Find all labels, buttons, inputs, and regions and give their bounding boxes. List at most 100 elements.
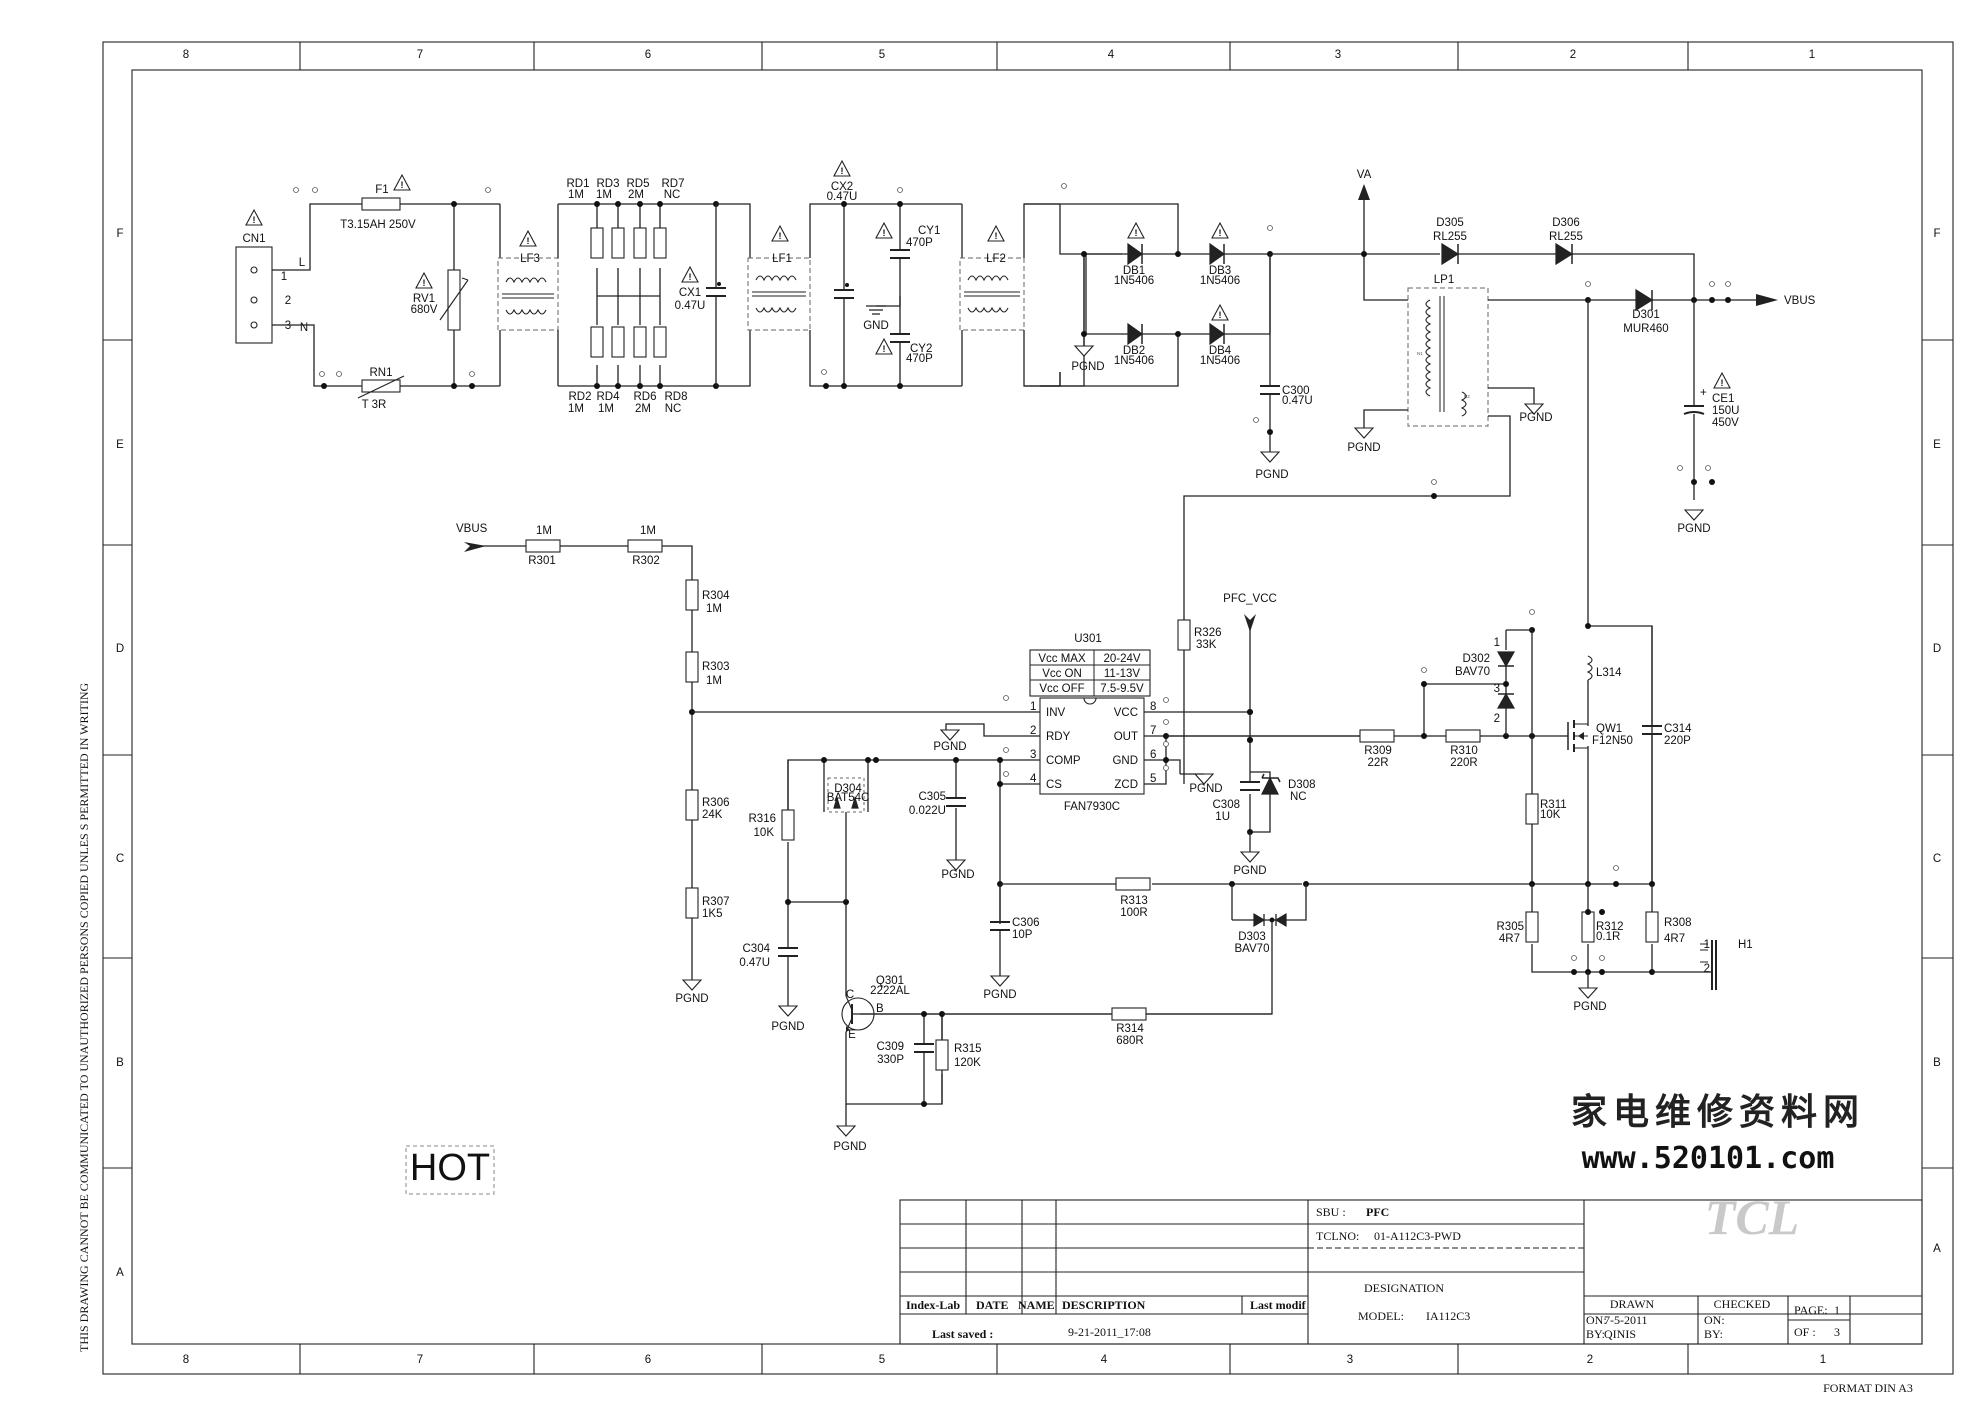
- r311-ref: R311: [1540, 799, 1567, 811]
- col-label-8-bottom: 8: [183, 1354, 189, 1366]
- d302-pin3: 3: [1494, 683, 1500, 695]
- pin-inv: INV: [1046, 707, 1066, 719]
- hdr-last-modif: Last modif: [1250, 1298, 1307, 1312]
- d305-value: RL255: [1433, 231, 1467, 243]
- row-label-f-right: F: [1933, 228, 1940, 240]
- d302-pin2: 2: [1494, 713, 1500, 725]
- cn1-ref: CN1: [242, 233, 265, 245]
- last-saved-value: 9-21-2011_17:08: [1068, 1325, 1151, 1339]
- resistor-r308: [1645, 911, 1659, 943]
- row-label-b: B: [116, 1057, 124, 1069]
- resistor-r302: [627, 539, 663, 553]
- lf1-ref: LF1: [772, 253, 792, 265]
- r309-value: 22R: [1367, 757, 1388, 769]
- vcc-on-value: 11-13V: [1104, 668, 1141, 680]
- r304-value: 1M: [706, 603, 722, 615]
- pgnd-symbol: [1074, 345, 1094, 357]
- page-value: 1: [1834, 1303, 1840, 1317]
- db3-ref: DB3: [1209, 265, 1231, 277]
- resistor-r305: [1525, 911, 1539, 943]
- lp1-n2-label: N2: [1464, 394, 1470, 399]
- c308-ref: C308: [1213, 799, 1241, 811]
- cx2-value: 0.47U: [827, 191, 858, 203]
- resistor-r313: [1115, 877, 1151, 891]
- drawn-label: DRAWN: [1610, 1297, 1655, 1311]
- resistor-r303: [685, 651, 699, 683]
- d304-value: BAT54C: [827, 792, 870, 804]
- drawn-by-value: QINIS: [1604, 1327, 1636, 1341]
- ic-fan7930c: [1039, 697, 1145, 795]
- resistor-r310: [1445, 729, 1481, 743]
- safety-warning-icon: [245, 209, 263, 226]
- r308-ref: R308: [1664, 917, 1692, 929]
- resistor-r307: [685, 887, 699, 919]
- common-mode-choke-lf1: [747, 257, 811, 331]
- r313-value: 100R: [1120, 907, 1148, 919]
- rd6-value: 2M: [635, 403, 651, 415]
- pgnd-symbol: [940, 729, 960, 741]
- r302-ref: R302: [632, 555, 660, 567]
- db1-ref: DB1: [1123, 265, 1145, 277]
- c309-ref: C309: [877, 1041, 905, 1053]
- u301-part: FAN7930C: [1064, 801, 1120, 813]
- pin-number-7: 7: [1150, 725, 1156, 737]
- row-label-f: F: [116, 228, 123, 240]
- u301-ref: U301: [1074, 633, 1102, 645]
- resistor-r326: [1177, 619, 1191, 651]
- col-label-7: 7: [417, 49, 423, 61]
- row-label-c-right: C: [1933, 853, 1941, 865]
- resistor-rd5: [633, 227, 647, 259]
- sbu-value: PFC: [1366, 1205, 1389, 1219]
- d301-ref: D301: [1632, 309, 1660, 321]
- d303-value: BAV70: [1235, 943, 1270, 955]
- col-label-6: 6: [645, 49, 651, 61]
- cx1-ref: CX1: [679, 287, 701, 299]
- resistor-rd8: [653, 326, 667, 358]
- resistor-r301: [525, 539, 561, 553]
- rd5-ref: RD5: [626, 178, 649, 190]
- resistor-rd3: [611, 227, 625, 259]
- r312-value: 0.1R: [1596, 931, 1620, 943]
- r308-value: 4R7: [1664, 933, 1685, 945]
- resistor-rd4: [611, 326, 625, 358]
- db1-value: 1N5406: [1114, 275, 1154, 287]
- checked-on-label: ON:: [1704, 1313, 1725, 1327]
- cn1-pin1: 1: [281, 271, 287, 283]
- q301-value: 2222AL: [870, 985, 910, 997]
- common-mode-choke-lf2: [959, 257, 1025, 331]
- pin-out: OUT: [1114, 731, 1138, 743]
- r309-ref: R309: [1364, 745, 1392, 757]
- safety-warning-icon: [875, 338, 893, 355]
- title-block: SBU : PFC TCLNO: 01-A112C3-PWD DESIGNATI…: [899, 1199, 1923, 1345]
- c300-ref: C300: [1282, 385, 1310, 397]
- page-label: PAGE:: [1794, 1303, 1828, 1317]
- c304-value: 0.47U: [739, 957, 770, 969]
- c306-ref: C306: [1012, 917, 1040, 929]
- resistor-rd1: [590, 227, 604, 259]
- r301-ref: R301: [528, 555, 556, 567]
- cx2-ref: CX2: [831, 181, 853, 193]
- rd3-value: 1M: [596, 189, 612, 201]
- rd4-ref: RD4: [596, 391, 620, 403]
- r326-ref: R326: [1194, 627, 1222, 639]
- rd8-value: NC: [665, 403, 682, 415]
- heatsink-h1: [1700, 940, 1717, 990]
- r316-value: 10K: [754, 827, 775, 839]
- resistor-rd6: [633, 326, 647, 358]
- pgnd-symbol: [1354, 427, 1374, 439]
- lf2-ref: LF2: [986, 253, 1006, 265]
- tclno-value: 01-A112C3-PWD: [1374, 1229, 1461, 1243]
- pfc-vcc-label: PFC_VCC: [1223, 593, 1277, 605]
- of-label: OF :: [1794, 1325, 1816, 1339]
- drawn-on-value: 7-5-2011: [1604, 1313, 1648, 1327]
- c300-value: 0.47U: [1282, 395, 1313, 407]
- pgnd-label-c308: PGND: [1233, 865, 1266, 877]
- safety-warning-icon: [1127, 222, 1145, 239]
- pgnd-label-n2: PGND: [1519, 412, 1552, 424]
- vcc-max-value: 20-24V: [1103, 653, 1140, 665]
- hdr-date: DATE: [976, 1298, 1008, 1312]
- c306-value: 10P: [1012, 929, 1033, 941]
- safety-warning-icon: [771, 225, 789, 242]
- hdr-index-lab: Index-Lab: [906, 1298, 960, 1312]
